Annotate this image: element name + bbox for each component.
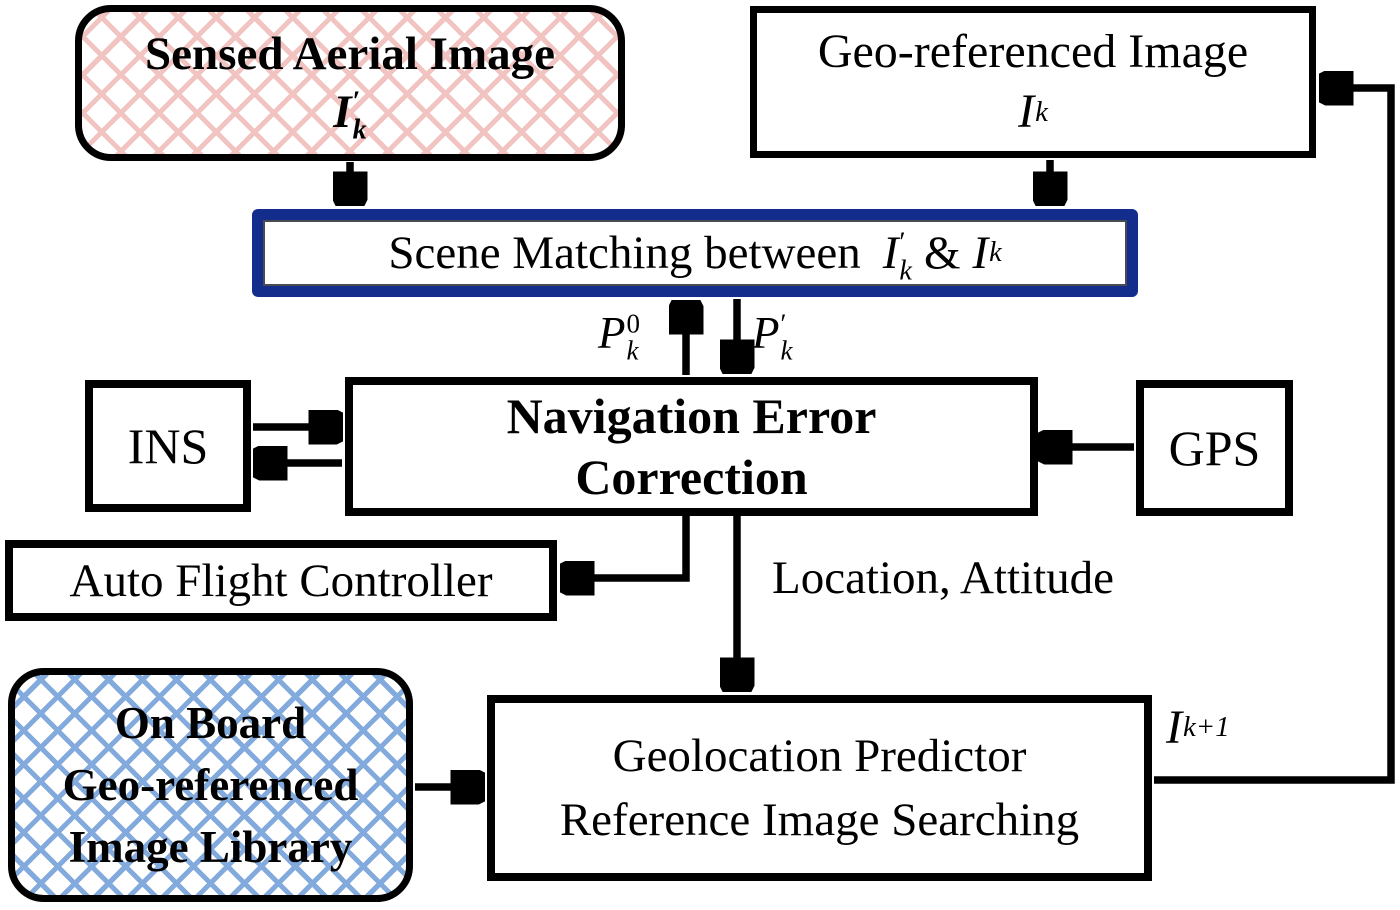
library-line1: On Board xyxy=(114,698,307,748)
symbol-prime: ′ xyxy=(780,308,787,339)
symbol-subscript: k xyxy=(780,335,793,366)
symbol-subscript: k xyxy=(899,255,912,287)
ins-label: INS xyxy=(127,418,209,474)
sensed-aerial-image-symbol: I′k xyxy=(333,83,366,144)
auto-flight-controller-label: Auto Flight Controller xyxy=(69,554,493,607)
scene-matching-conjunction: & xyxy=(923,227,961,279)
symbol-prime: ′ xyxy=(352,86,361,118)
symbol-superscript: 0 xyxy=(626,308,641,339)
edge-label-location-attitude: Location, Attitude xyxy=(772,552,1114,604)
symbol-base: P xyxy=(752,308,780,358)
symbol-prime: ′ xyxy=(899,227,906,259)
symbol-subscript: k+1 xyxy=(1182,711,1230,743)
library-line3: Image Library xyxy=(68,822,353,872)
node-navigation-error-correction: Navigation Error Correction xyxy=(345,377,1038,516)
edge-label-p-prime-k: P′k xyxy=(752,306,792,364)
symbol-base: I xyxy=(882,227,899,279)
symbol-base: I xyxy=(972,227,989,279)
symbol-subscript: k xyxy=(352,114,367,146)
node-onboard-geo-referenced-image-library: On Board Geo-referenced Image Library xyxy=(8,668,413,902)
library-line2: Geo-referenced xyxy=(62,760,359,810)
symbol-base: P xyxy=(598,308,626,358)
nec-line1: Navigation Error xyxy=(506,387,877,444)
node-gps: GPS xyxy=(1136,380,1293,516)
scene-matching-text: Scene Matching between xyxy=(388,227,861,279)
geolocation-line1: Geolocation Predictor xyxy=(612,730,1027,782)
node-auto-flight-controller: Auto Flight Controller xyxy=(5,540,557,621)
node-sensed-aerial-image: Sensed Aerial Image I′k xyxy=(75,5,625,161)
symbol-subscript: k xyxy=(626,335,639,366)
nec-line2: Correction xyxy=(575,448,808,505)
symbol-subscript: k xyxy=(1035,96,1048,128)
symbol-base: I xyxy=(1018,85,1035,138)
gps-label: GPS xyxy=(1168,420,1261,476)
sensed-aerial-image-title: Sensed Aerial Image xyxy=(145,28,555,80)
scene-matching-symbol-1: I′k xyxy=(882,225,912,285)
geo-referenced-image-title: Geo-referenced Image xyxy=(817,25,1249,78)
symbol-base: I xyxy=(333,86,352,138)
arrow-nec-to-afc xyxy=(565,515,690,578)
geolocation-line2: Reference Image Searching xyxy=(559,794,1080,846)
node-geolocation-predictor: Geolocation Predictor Reference Image Se… xyxy=(487,695,1152,881)
symbol-base: I xyxy=(1166,701,1182,754)
node-ins: INS xyxy=(85,380,251,512)
symbol-subscript: k xyxy=(989,237,1002,268)
arrow-geolocation-to-georef-feedback xyxy=(1154,88,1395,784)
